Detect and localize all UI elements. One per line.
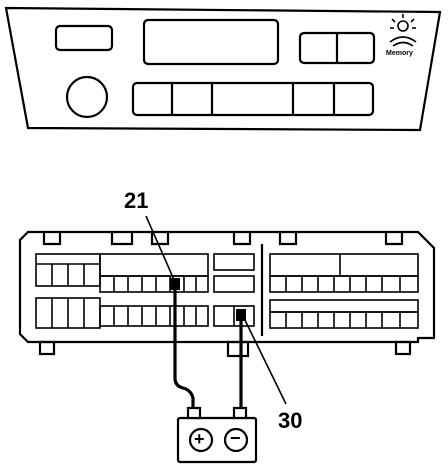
panel-knob xyxy=(65,75,109,119)
callout-30-leader xyxy=(243,317,287,405)
control-panel xyxy=(4,6,442,132)
callout-21: 21 xyxy=(124,188,149,213)
housing-tab-left xyxy=(38,340,56,356)
memory-caption: Memory xyxy=(386,50,413,57)
housing-tab-right xyxy=(394,340,412,356)
connector-left-cavities xyxy=(35,253,255,329)
voltmeter xyxy=(176,406,258,464)
panel-display xyxy=(142,18,280,66)
positive-symbol: + xyxy=(194,429,205,449)
probe-negative xyxy=(236,309,246,410)
callout-30: 30 xyxy=(278,408,303,433)
negative-symbol: − xyxy=(230,428,241,448)
memory-icon xyxy=(389,14,417,47)
connector-housing xyxy=(18,230,436,358)
probe-positive xyxy=(170,278,195,410)
negative-terminal-icon xyxy=(223,427,249,453)
connector-right-cavities xyxy=(269,253,419,329)
panel-button-row xyxy=(131,81,375,117)
housing-tab-middle xyxy=(226,340,250,358)
positive-terminal-icon xyxy=(188,427,214,453)
callout-21-leader xyxy=(145,215,176,283)
panel-button-top-left xyxy=(54,24,114,52)
panel-frame xyxy=(4,6,442,132)
